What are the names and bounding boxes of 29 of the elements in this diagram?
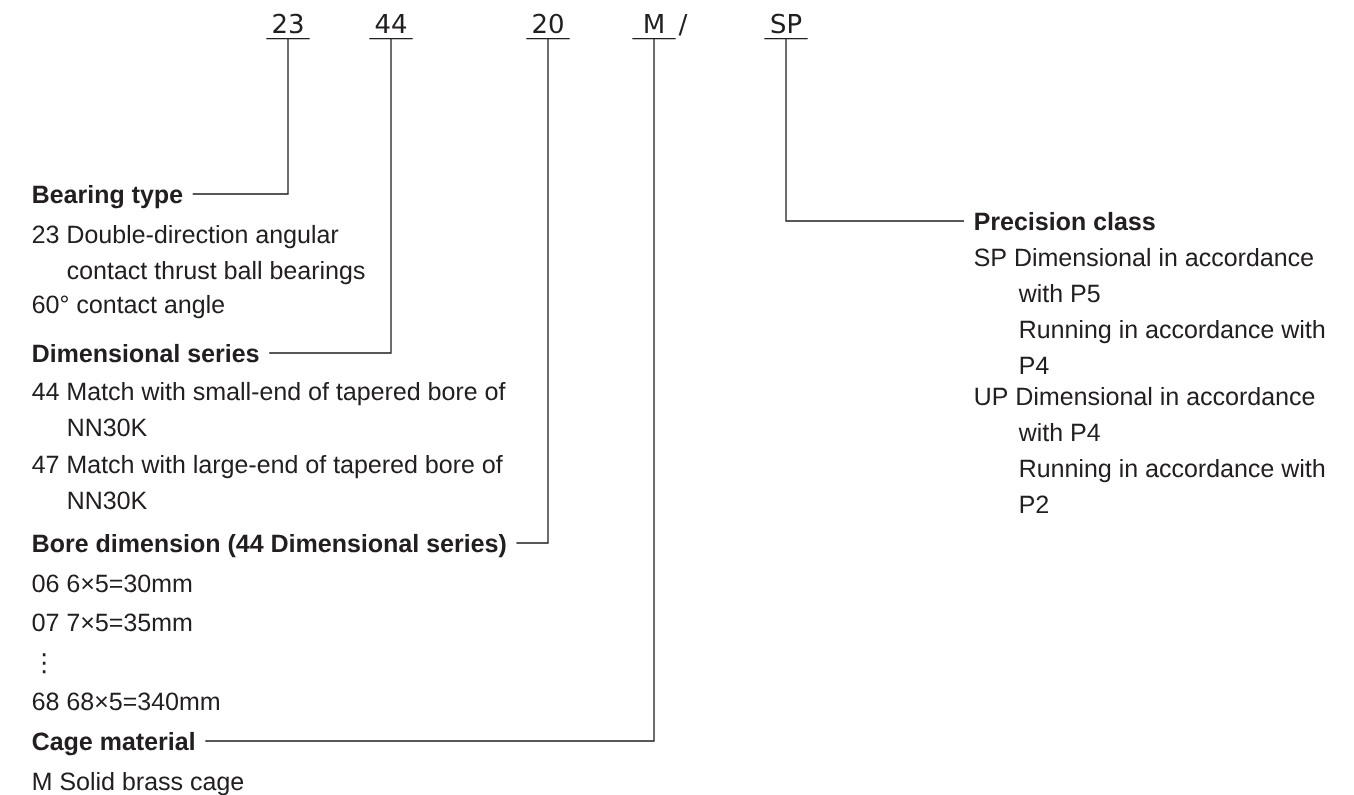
designation-code: M (631, 14, 677, 40)
heading: Bearing type (33, 184, 183, 209)
description-text: 44 Match with small-end of tapered bore of NN30K (32, 381, 506, 437)
designation-code: 23 (265, 13, 311, 40)
description-text: ⋮ (42, 653, 46, 674)
leader-line (204, 38, 655, 742)
designation-code: 20 (525, 13, 571, 40)
heading: Dimensional series (33, 343, 259, 363)
description-text: 47 Match with large-end of tapered bore of NN30K (32, 454, 503, 510)
description-text: 60° contact angle (32, 294, 224, 319)
description-text: SP Dimensional in accordance with P5 (974, 247, 1313, 303)
designation-code: SP (763, 13, 809, 40)
description-text: Running in accordance with P4 (1020, 319, 1325, 374)
heading: Cage material (32, 731, 194, 756)
description-text: 06 6×5=30mm (32, 574, 192, 593)
heading: Bore dimension (44 Dimensional series) (33, 533, 506, 558)
description-text: UP Dimensional in accordance with P4 (975, 386, 1315, 442)
heading: Precision class (975, 211, 1155, 231)
description-text: 68 68×5=340mm (32, 692, 219, 711)
description-text: M Solid brass cage (33, 771, 244, 795)
description-text: 23 Double-direction angular contact thrust ball bearings (32, 224, 365, 285)
separator: / (678, 14, 688, 36)
designation-code: 44 (368, 14, 414, 40)
description-text: Running in accordance with P2 (1020, 458, 1325, 513)
description-text: 07 7×5=35mm (32, 613, 192, 632)
leader-line (268, 38, 392, 354)
leader-line (785, 38, 965, 222)
leader-line (192, 38, 289, 195)
leader-line (515, 38, 549, 544)
